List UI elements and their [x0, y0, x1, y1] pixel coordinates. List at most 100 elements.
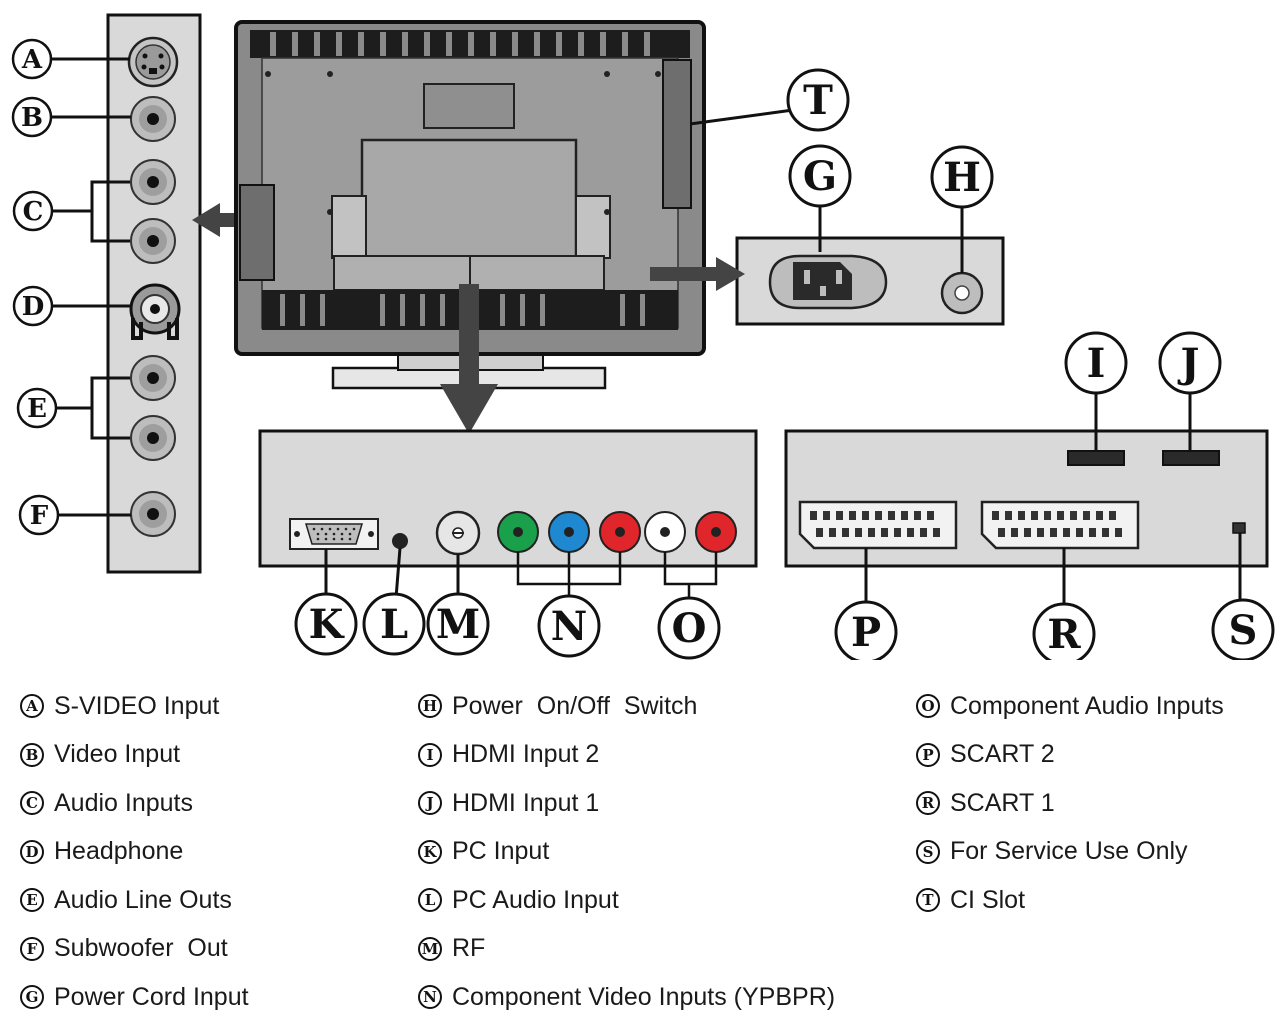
arrow-to-bottom-panel	[440, 284, 498, 434]
hdmi-port-icon	[1067, 450, 1125, 466]
svg-text:O: O	[672, 605, 707, 652]
svg-text:D: D	[22, 292, 45, 322]
legend-badge: N	[418, 985, 442, 1010]
callout-d: D	[12, 285, 131, 327]
svg-text:K: K	[309, 601, 345, 648]
legend-item: R SCART 1	[916, 779, 1224, 828]
callout-h: H	[930, 145, 994, 273]
iec-power-socket-icon	[768, 254, 888, 310]
legend-badge: M	[418, 936, 442, 961]
svg-text:G: G	[803, 153, 837, 200]
legend-item: B Video Input	[20, 731, 249, 780]
legend-badge: T	[916, 888, 940, 913]
tv-rear-connection-diagram: A B C D E F	[11, 13, 1275, 660]
svg-text:A: A	[21, 45, 43, 75]
scart-connector-icon	[980, 500, 1140, 550]
rf-antenna-jack-icon	[435, 510, 481, 556]
legend-column-2: H Power On/Off Switch I HDMI Input 2 J HDMI…	[418, 682, 835, 1022]
legend-badge: S	[916, 839, 940, 864]
callout-n: N	[516, 552, 622, 658]
bottom-connection-panel	[258, 429, 758, 568]
scart-connector-icon	[798, 500, 958, 550]
power-panel	[735, 236, 1005, 326]
callout-j: J	[1158, 331, 1222, 451]
legend-badge: J	[418, 791, 442, 816]
component-audio-jacks	[644, 511, 737, 553]
svg-text:I: I	[1087, 340, 1106, 387]
legend-badge: O	[916, 694, 940, 719]
legend-badge: G	[20, 985, 44, 1010]
vga-port-icon	[289, 518, 379, 550]
legend-label: CI Slot	[950, 885, 1026, 914]
legend-label: For Service Use Only	[950, 837, 1188, 866]
legend-item: H Power On/Off Switch	[418, 682, 835, 731]
subwoofer-out-jack-icon	[130, 491, 176, 537]
headphone-jack-icon	[129, 283, 181, 340]
legend-item: S For Service Use Only	[916, 828, 1224, 877]
legend-label: RF	[452, 934, 486, 963]
legend-item: J HDMI Input 1	[418, 779, 835, 828]
legend-item: P SCART 2	[916, 731, 1224, 780]
callout-a: A	[11, 38, 130, 80]
audio-input-jack-icon	[130, 159, 176, 264]
scart-panel	[784, 429, 1269, 568]
legend-badge: C	[20, 791, 44, 816]
svg-text:C: C	[23, 197, 44, 227]
callout-r: R	[1032, 548, 1096, 660]
component-video-jacks	[497, 511, 641, 553]
audio-line-out-jack-icon	[130, 355, 176, 461]
legend-label: Subwoofer Out	[54, 934, 228, 963]
legend-badge: B	[20, 742, 44, 767]
svg-text:N: N	[551, 603, 588, 650]
callout-e: E	[16, 376, 130, 440]
legend-badge: H	[418, 694, 442, 719]
legend-item: T CI Slot	[916, 876, 1224, 925]
legend-badge: L	[418, 888, 442, 913]
svg-text:E: E	[27, 394, 47, 424]
legend-item: I HDMI Input 2	[418, 731, 835, 780]
legend-badge: K	[418, 839, 442, 864]
arrow-to-power-panel	[650, 257, 745, 291]
svg-text:F: F	[30, 501, 49, 531]
legend-label: S-VIDEO Input	[54, 691, 220, 720]
legend-badge: D	[20, 839, 44, 864]
callout-c: C	[12, 180, 130, 243]
legend-label: Power Cord Input	[54, 982, 249, 1011]
legend-item: G Power Cord Input	[20, 973, 249, 1022]
legend-label: SCART 2	[950, 740, 1055, 769]
svg-text:R: R	[1047, 611, 1081, 658]
legend-label: HDMI Input 2	[452, 740, 600, 769]
callout-f: F	[18, 494, 131, 536]
legend-badge: A	[20, 694, 44, 719]
legend-label: SCART 1	[950, 788, 1055, 817]
legend-badge: R	[916, 791, 940, 816]
callout-i: I	[1064, 331, 1128, 451]
callout-g: G	[788, 144, 852, 252]
callout-k: K	[294, 549, 358, 656]
legend-badge: P	[916, 742, 940, 767]
legend-label: Audio Line Outs	[54, 885, 232, 914]
svg-text:S: S	[1229, 607, 1258, 654]
callout-p: P	[834, 548, 898, 660]
legend-label: Video Input	[54, 740, 181, 769]
legend-label: Power On/Off Switch	[452, 691, 698, 720]
callout-b: B	[11, 96, 131, 138]
callout-t: T	[689, 68, 850, 132]
legend-badge: I	[418, 742, 442, 767]
hdmi-port-icon	[1162, 450, 1220, 466]
legend-label: PC Input	[452, 837, 550, 866]
callout-s: S	[1211, 533, 1275, 660]
legend-item: N Component Video Inputs (YPBPR)	[418, 973, 835, 1022]
callout-o: O	[657, 552, 721, 660]
svg-text:T: T	[803, 77, 833, 124]
video-input-jack-icon	[130, 96, 176, 142]
legend-label: Component Video Inputs (YPBPR)	[452, 982, 836, 1011]
legend-label: HDMI Input 1	[452, 788, 600, 817]
svg-text:H: H	[943, 154, 981, 201]
callout-m: M	[426, 554, 490, 656]
